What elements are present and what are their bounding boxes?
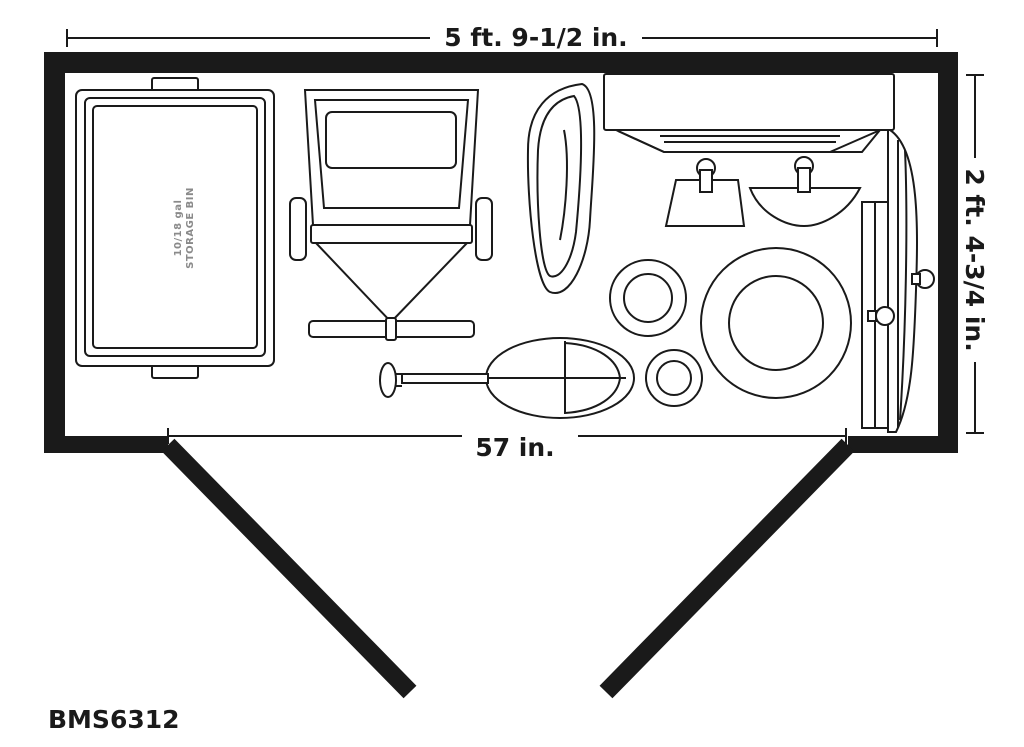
width-label: 5 ft. 9-1/2 in. (444, 23, 627, 52)
model-number: BMS6312 (48, 705, 180, 734)
small-planter-pot (609, 259, 687, 337)
storage-bin: 10/18 gal STORAGE BIN (75, 77, 275, 379)
storage-bin-label-line2: STORAGE BIN (185, 187, 196, 269)
left-door (161, 438, 417, 699)
folding-chair (289, 89, 493, 341)
watering-can (379, 337, 635, 419)
depth-dimension: 2 ft. 4-3/4 in. (960, 74, 989, 434)
storage-bin-label-line1: 10/18 gal (173, 200, 184, 257)
door-opening-dimension: 57 in. (167, 428, 847, 462)
width-dimension: 5 ft. 9-1/2 in. (66, 23, 938, 52)
door-opening-label: 57 in. (475, 433, 554, 462)
depth-label: 2 ft. 4-3/4 in. (960, 168, 989, 351)
wall-shelf (603, 73, 895, 153)
tiny-planter-pot (645, 349, 703, 407)
right-door (599, 438, 855, 699)
rake (861, 129, 935, 433)
wheelbarrow (526, 82, 596, 295)
garden-tools (664, 156, 862, 228)
large-planter-saucer (700, 247, 852, 399)
